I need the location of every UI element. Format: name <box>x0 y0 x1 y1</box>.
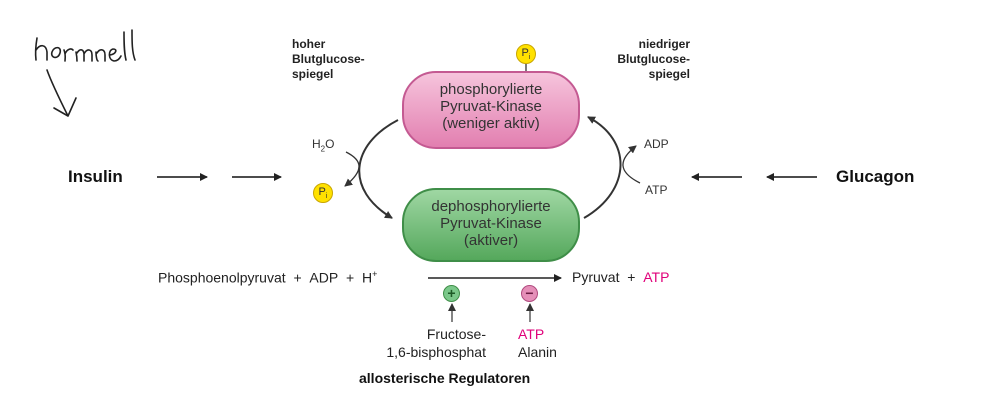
handwritten-note-text: hormonell <box>34 62 38 63</box>
released-phosphate-icon: Pi <box>313 183 333 203</box>
dephosphorylation-arrow <box>358 119 399 219</box>
phosphorylated-enzyme: phosphorylierte Pyruvat-Kinase (weniger … <box>402 71 580 149</box>
inhibitor-minus-icon: − <box>521 285 538 302</box>
handwritten-note <box>34 29 136 117</box>
top-phosphate-icon: Pi <box>516 44 536 64</box>
adp-label: ADP <box>644 137 669 151</box>
activator-label: Fructose- 1,6-bisphosphat <box>386 326 486 360</box>
dephosphorylated-enzyme: dephosphorylierte Pyruvat-Kinase (aktive… <box>402 188 580 262</box>
water-branch-arrow <box>344 151 360 187</box>
inhibitor-label: ATP Alanin <box>518 326 557 360</box>
insulin-label: Insulin <box>68 167 123 186</box>
phosphorylation-arrow <box>583 116 622 219</box>
activator-plus-icon: + <box>443 285 460 302</box>
water-label: H2O <box>312 137 335 154</box>
glucagon-label: Glucagon <box>836 167 915 186</box>
atp-branch-arrow <box>622 145 641 184</box>
reaction-left-side: Phosphoenolpyruvat + ADP + H+ <box>158 269 378 286</box>
atp-cycle-label: ATP <box>645 183 668 197</box>
reaction-right-side: Pyruvat + ATP <box>572 269 670 285</box>
regulators-caption: allosterische Regulatoren <box>359 370 531 386</box>
